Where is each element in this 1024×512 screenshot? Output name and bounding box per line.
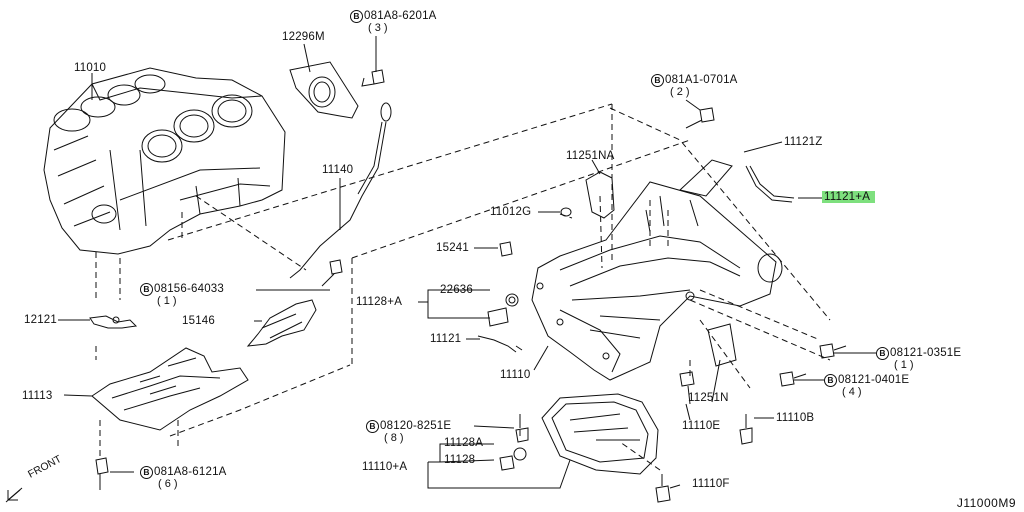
label-11128a-group[interactable]: 11128+A [356, 296, 403, 308]
label-11140[interactable]: 11140 [322, 164, 354, 176]
bolt-08156-drawing [321, 259, 343, 287]
label-081a8-6121a-text: 081A8-6121A [154, 466, 227, 478]
plug-11012g-drawing [560, 207, 572, 217]
bolt-11110b-drawing [739, 414, 753, 445]
label-11128[interactable]: 11128 [444, 454, 476, 466]
bolt-symbol: B [140, 466, 153, 479]
label-11128a[interactable]: 11128A [444, 437, 484, 449]
label-12296m[interactable]: 12296M [282, 31, 325, 43]
rear-seal-retainer-drawing [289, 61, 359, 119]
label-11110e[interactable]: 11110E [682, 420, 721, 432]
label-11110b[interactable]: 11110B [776, 412, 815, 424]
label-15241[interactable]: 15241 [436, 242, 469, 254]
sensor-22636-drawing [487, 293, 519, 327]
qty-08121-0351e: ( 1 ) [894, 359, 914, 371]
bolt-symbol: B [651, 74, 664, 87]
bolt-symbol: B [366, 420, 379, 433]
plate-11251n-drawing [707, 323, 737, 367]
label-11251na[interactable]: 11251NA [566, 150, 615, 162]
bolt-11110f-drawing [655, 474, 671, 503]
label-15146[interactable]: 15146 [182, 315, 215, 327]
label-11110f[interactable]: 11110F [692, 478, 730, 490]
bracket-15146-drawing [246, 299, 317, 347]
bolt-symbol: B [876, 347, 889, 360]
bolt-08121-0401e-drawing [779, 371, 807, 387]
label-11110a[interactable]: 11110+A [362, 461, 408, 473]
qty-081a8-6121a: ( 6 ) [158, 478, 178, 490]
upper-oil-pan-drawing [531, 181, 783, 381]
bolt-081a8-6121a-drawing [95, 457, 109, 490]
leader-lines [58, 36, 876, 489]
drain-plug-drawing [499, 447, 527, 471]
label-11010[interactable]: 11010 [74, 62, 107, 74]
label-08120-8251e-text: 08120-8251E [380, 420, 452, 432]
front-direction-arrow [5, 487, 23, 503]
label-081a1-0701a-text: 081A1-0701A [665, 74, 738, 86]
qty-08120-8251e: ( 8 ) [384, 432, 404, 444]
label-11251n[interactable]: 11251N [688, 392, 729, 404]
cylinder-block-drawing [43, 67, 286, 255]
gasket-11121z-drawing [678, 159, 795, 203]
label-11121[interactable]: 11121 [430, 333, 462, 345]
bracket-12121-drawing [89, 315, 138, 329]
label-22636[interactable]: 22636 [440, 284, 473, 296]
label-11012g[interactable]: 11012G [490, 206, 532, 218]
label-11121a-highlighted[interactable]: 11121+A [822, 191, 876, 204]
bolt-081a1-0701a-drawing [685, 107, 715, 129]
bolt-symbol: B [140, 283, 153, 296]
label-12121[interactable]: 12121 [24, 314, 57, 326]
bolt-08120-8251e-drawing [515, 414, 529, 443]
highlighted-part: 11121+A [822, 191, 876, 203]
label-11113[interactable]: 11113 [22, 390, 53, 402]
bolt-symbol: B [350, 10, 363, 23]
qty-08156-64033: ( 1 ) [157, 295, 177, 307]
bolt-11110e-drawing [679, 371, 695, 405]
qty-08121-0401e: ( 4 ) [842, 386, 862, 398]
bolt-08121-0351e-drawing [819, 343, 847, 359]
qty-081a8-6201a: ( 3 ) [368, 22, 388, 34]
label-081a8-6201a-text: 081A8-6201A [364, 10, 437, 22]
label-11121z[interactable]: 11121Z [784, 136, 823, 148]
label-08121-0401e-text: 08121-0401E [838, 374, 910, 386]
lower-oil-pan-drawing [541, 393, 659, 475]
plug-15241-drawing [499, 241, 513, 257]
cover-11251na-drawing [585, 171, 615, 219]
lower-cover-11113-drawing [91, 347, 249, 431]
qty-081a1-0701a: ( 2 ) [670, 86, 690, 98]
label-08121-0351e-text: 08121-0351E [890, 347, 962, 359]
dipstick-drawing [289, 102, 392, 279]
diagram-id: J11000M9 [956, 496, 1016, 510]
gasket-11121-drawing [477, 335, 523, 353]
bolt-081a8-6201a-drawing [361, 69, 385, 87]
label-11110[interactable]: 11110 [500, 369, 531, 381]
label-08156-64033-text: 08156-64033 [154, 283, 224, 295]
bolt-symbol: B [824, 374, 837, 387]
